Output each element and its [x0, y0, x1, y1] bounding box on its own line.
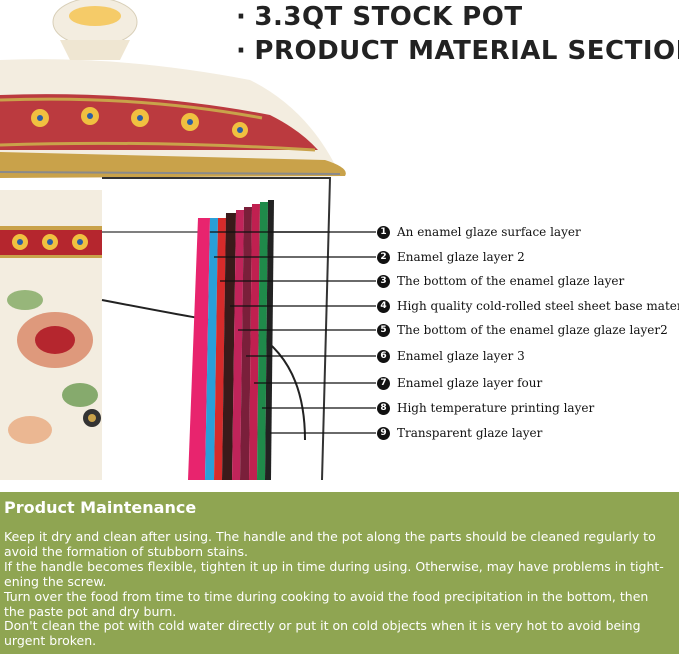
title-text-2: PRODUCT MATERIAL SECTION [254, 36, 679, 66]
layer-label-3: 3 The bottom of the enamel glaze layer [377, 271, 624, 291]
enamel-layer-strips [188, 200, 274, 480]
layer-label-text: An enamel glaze surface layer [397, 225, 581, 239]
layer-number-badge: 9 [377, 426, 390, 440]
layer-label-text: Enamel glaze layer 3 [397, 349, 525, 363]
maintenance-body: Keep it dry and clean after using. The h… [4, 529, 672, 649]
maintenance-paragraph: Keep it dry and clean after using. The h… [4, 529, 656, 559]
layer-label-text: The bottom of the enamel glaze layer [397, 274, 625, 288]
layer-label-text: Enamel glaze layer four [397, 376, 543, 390]
layer-label-8: 8 High temperature printing layer [377, 398, 594, 418]
layer-number-badge: 2 [377, 250, 390, 264]
maintenance-paragraph: Don't clean the pot with cold water dire… [4, 618, 641, 649]
layer-label-text: Enamel glaze layer 2 [397, 250, 525, 264]
layer-label-7: 7 Enamel glaze layer four [377, 373, 542, 393]
layer-number-badge: 6 [377, 349, 390, 363]
bullet-2: · [236, 36, 247, 66]
layer-label-6: 6 Enamel glaze layer 3 [377, 346, 525, 366]
layer-label-5: 5 The bottom of the enamel glaze glaze la… [377, 320, 668, 340]
layer-number-badge: 7 [377, 376, 390, 390]
bullet-1: · [236, 2, 247, 32]
layer-number-badge: 8 [377, 401, 390, 415]
title-text-1: 3.3QT STOCK POT [254, 2, 523, 32]
maintenance-section: Product Maintenance Keep it dry and clea… [0, 492, 679, 654]
maintenance-paragraph: Turn over the food from time to time dur… [4, 588, 649, 619]
layer-number-badge: 3 [377, 274, 390, 288]
layer-number-badge: 5 [377, 323, 390, 337]
layer-number-badge: 1 [377, 225, 390, 239]
layer-label-text: High temperature printing layer [397, 401, 595, 415]
product-image: ·3.3QT STOCK POT ·PRODUCT MATERIAL SECTI… [0, 0, 679, 481]
layer-label-text: The bottom of the enamel glaze glaze lay… [397, 323, 668, 337]
maintenance-title: Product Maintenance [4, 498, 197, 517]
layer-number-badge: 4 [377, 299, 390, 313]
layer-label-1: 1 An enamel glaze surface layer [377, 222, 581, 242]
layer-label-text: High quality cold-rolled steel sheet bas… [397, 299, 679, 313]
maintenance-paragraph: If the handle becomes flexible, tighten … [4, 558, 664, 589]
leader-lines [210, 231, 376, 434]
title-line-2: ·PRODUCT MATERIAL SECTION [236, 36, 679, 66]
layer-label-4: 4 High quality cold-rolled steel sheet ba… [377, 296, 679, 316]
lid-rim [0, 152, 346, 178]
title-line-1: ·3.3QT STOCK POT [236, 2, 523, 32]
layer-label-text: Transparent glaze layer [397, 426, 543, 440]
layer-label-9: 9 Transparent glaze layer [377, 423, 542, 443]
layer-label-2: 2 Enamel glaze layer 2 [377, 247, 525, 267]
pot-cross-section-illustration [0, 0, 376, 481]
